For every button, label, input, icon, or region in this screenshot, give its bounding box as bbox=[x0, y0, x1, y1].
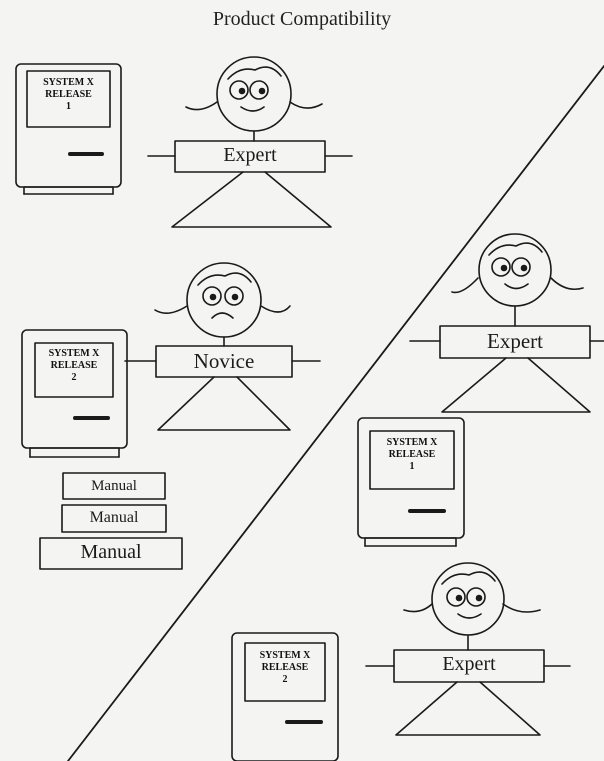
person-novice bbox=[124, 262, 321, 431]
diagonal-divider bbox=[67, 65, 604, 761]
person-expert-3 bbox=[365, 562, 571, 736]
person-4-label: Expert bbox=[442, 653, 496, 675]
computer-release-2-right bbox=[231, 632, 339, 761]
computer-4-screen-text: SYSTEM X RELEASE 2 bbox=[259, 650, 311, 685]
manual-label-2: Manual bbox=[89, 509, 139, 526]
manual-label-1: Manual bbox=[91, 478, 137, 494]
person-expert-1 bbox=[147, 56, 353, 228]
person-3-label: Expert bbox=[487, 329, 543, 353]
person-1-label: Expert bbox=[223, 144, 277, 166]
manual-label-3: Manual bbox=[80, 541, 142, 563]
computer-3-screen-text: SYSTEM X RELEASE 1 bbox=[386, 437, 438, 472]
computer-release-1-left bbox=[15, 63, 122, 195]
computer-1-screen-text: SYSTEM X RELEASE 1 bbox=[43, 77, 94, 112]
diagram-title: Product Compatibility bbox=[212, 8, 392, 30]
person-2-label: Novice bbox=[193, 349, 255, 373]
computer-release-1-right bbox=[357, 417, 465, 547]
manual-stack bbox=[39, 472, 183, 570]
computer-2-screen-text: SYSTEM X RELEASE 2 bbox=[48, 348, 100, 383]
person-expert-2 bbox=[409, 233, 604, 413]
computer-release-2-left bbox=[21, 329, 128, 458]
